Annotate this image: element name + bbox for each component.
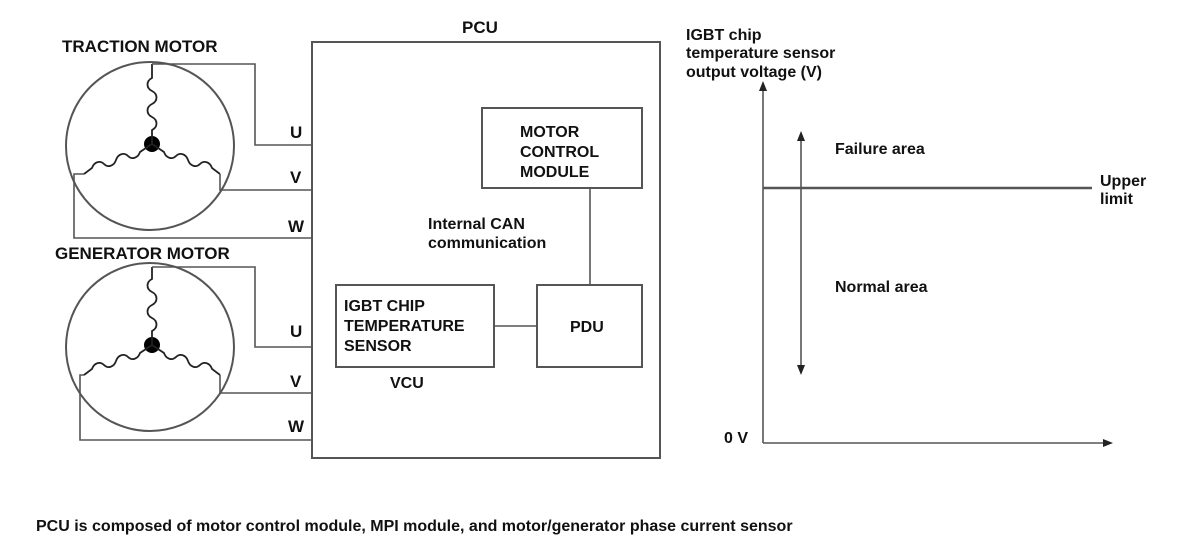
graph-zero-label: 0 V bbox=[724, 430, 748, 447]
generator-w-label: W bbox=[288, 417, 305, 436]
motor-control-module-box bbox=[481, 107, 643, 189]
igbt-sensor-line-3: SENSOR bbox=[344, 338, 412, 355]
normal-area-label: Normal area bbox=[835, 279, 928, 296]
pdu-box bbox=[536, 284, 643, 368]
igbt-sensor-label: IGBT CHIP TEMPERATURE SENSOR bbox=[344, 298, 469, 355]
footer-caption: PCU is composed of motor control module,… bbox=[36, 518, 793, 535]
can-label-line-1: Internal CAN bbox=[428, 216, 525, 233]
traction-v-wire bbox=[219, 174, 312, 191]
traction-w-label: W bbox=[288, 217, 305, 236]
generator-v-wire bbox=[219, 375, 312, 394]
pcu-block: PCU MOTOR CONTROL MODULE Internal CAN co… bbox=[311, 18, 661, 459]
graph-ylabel-line-3: output voltage (V) bbox=[686, 64, 822, 81]
generator-v-label: V bbox=[290, 372, 302, 391]
graph-ylabel: IGBT chip temperature sensor output volt… bbox=[686, 27, 840, 81]
graph-ylabel-line-2: temperature sensor bbox=[686, 45, 835, 62]
generator-motor-stator bbox=[65, 262, 235, 432]
generator-u-wire bbox=[152, 266, 312, 348]
motor-control-module-label: MOTOR CONTROL MODULE bbox=[520, 124, 603, 181]
motor-control-module-line-1: MOTOR bbox=[520, 124, 580, 141]
upper-limit-label: Upper limit bbox=[1100, 173, 1151, 208]
traction-motor-title: TRACTION MOTOR bbox=[62, 37, 218, 56]
pdu-label: PDU bbox=[570, 319, 604, 336]
motor-control-module-line-2: CONTROL bbox=[520, 144, 599, 161]
traction-u-wire bbox=[152, 63, 312, 146]
traction-motor: TRACTION MOTOR U V W bbox=[62, 37, 312, 239]
generator-u-label: U bbox=[290, 322, 302, 341]
motor-control-module-line-3: MODULE bbox=[520, 164, 590, 181]
can-label-line-2: communication bbox=[428, 235, 546, 252]
traction-w-wire bbox=[73, 173, 312, 239]
voltage-graph: IGBT chip temperature sensor output volt… bbox=[686, 27, 1151, 447]
igbt-sensor-line-1: IGBT CHIP bbox=[344, 298, 425, 315]
igbt-sensor-line-2: TEMPERATURE bbox=[344, 318, 465, 335]
vcu-label: VCU bbox=[390, 375, 424, 392]
graph-ylabel-line-1: IGBT chip bbox=[686, 27, 762, 44]
generator-motor-title: GENERATOR MOTOR bbox=[55, 244, 230, 263]
traction-u-label: U bbox=[290, 123, 302, 142]
upper-limit-line-2: limit bbox=[1100, 191, 1134, 208]
failure-area-label: Failure area bbox=[835, 141, 925, 158]
traction-motor-coils bbox=[83, 64, 221, 175]
pcu-title: PCU bbox=[462, 18, 498, 37]
traction-v-label: V bbox=[290, 168, 302, 187]
can-communication-label: Internal CAN communication bbox=[428, 216, 546, 252]
upper-limit-line-1: Upper bbox=[1100, 173, 1146, 190]
traction-motor-stator bbox=[65, 61, 235, 231]
generator-motor: GENERATOR MOTOR U V W bbox=[55, 244, 312, 441]
generator-w-wire bbox=[79, 374, 312, 441]
generator-motor-coils bbox=[83, 267, 221, 376]
